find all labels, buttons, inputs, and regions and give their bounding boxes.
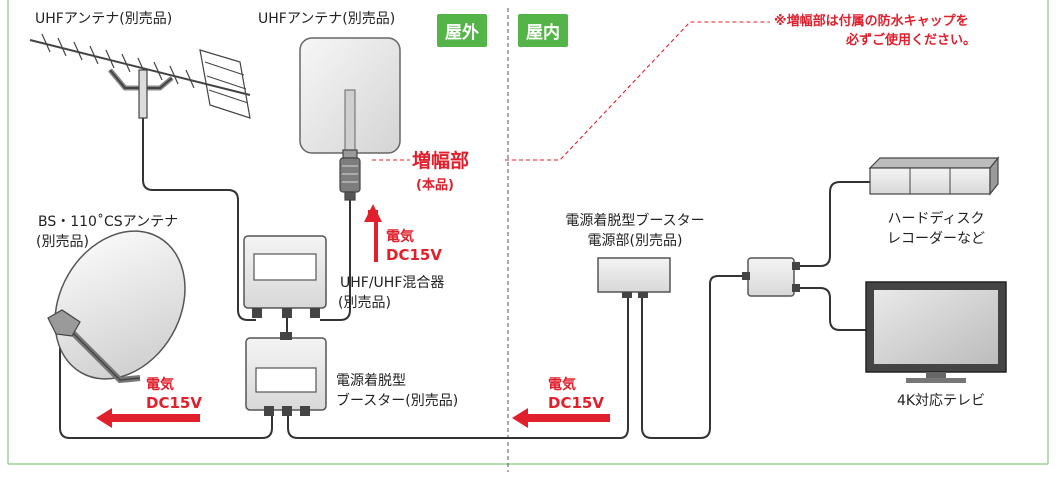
cables (59, 118, 870, 439)
power-label-amp-voltage: DC15V (386, 246, 442, 264)
label-bs-line1: BS・110˚CSアンテナ (38, 214, 179, 230)
power-arrows (96, 204, 610, 428)
hdd-recorder-icon (868, 156, 1000, 196)
label-psu-line2: 電源部(別売品) (587, 233, 683, 249)
splitter-icon (742, 257, 800, 297)
label-amplifier-sub: (本品) (416, 178, 454, 193)
label-bs-line2: (別売品) (36, 234, 89, 250)
uhf-yagi-antenna-icon (29, 33, 251, 119)
label-booster-line1: 電源着脱型 (336, 373, 406, 389)
note-line-1: ※増幅部は付属の防水キャップを (774, 14, 969, 29)
zone-badge-outdoor: 屋外 (437, 14, 487, 47)
label-hdd-line2: レコーダーなど (887, 231, 985, 247)
label-tv: 4K対応テレビ (896, 393, 986, 409)
power-label-indoor-voltage: DC15V (548, 394, 604, 412)
power-label-bs-word: 電気 (146, 377, 174, 393)
label-uhf-yagi: UHFアンテナ(別売品) (35, 11, 173, 27)
label-hdd-line1: ハードディスク (887, 211, 985, 227)
power-label-amp-word: 電気 (386, 229, 414, 245)
note-line-2: 必ずご使用ください。 (846, 33, 977, 48)
label-mixer-line1: UHF/UHF混合器 (340, 275, 445, 291)
zone-badge-indoor: 屋内 (518, 14, 568, 47)
outer-frame (7, 0, 1049, 465)
label-amplifier: 増幅部 (412, 150, 470, 172)
note-pointer (372, 21, 770, 161)
tv-icon (865, 281, 1007, 383)
booster-power-unit-icon (597, 257, 671, 298)
booster-icon (245, 332, 327, 416)
uhf-flat-antenna-icon (299, 37, 401, 154)
bs-cs-dish-icon (47, 230, 186, 384)
power-label-indoor-word: 電気 (548, 377, 576, 393)
power-label-bs-voltage: DC15V (146, 394, 202, 412)
uhf-mixer-icon (243, 235, 327, 318)
label-mixer-line2: (別売品) (338, 295, 391, 311)
label-psu-line1: 電源着脱型ブースター (565, 213, 705, 229)
label-uhf-flat: UHFアンテナ(別売品) (258, 11, 396, 27)
amplifier-unit-icon (339, 149, 361, 201)
label-booster-line2: ブースター(別売品) (336, 393, 459, 409)
